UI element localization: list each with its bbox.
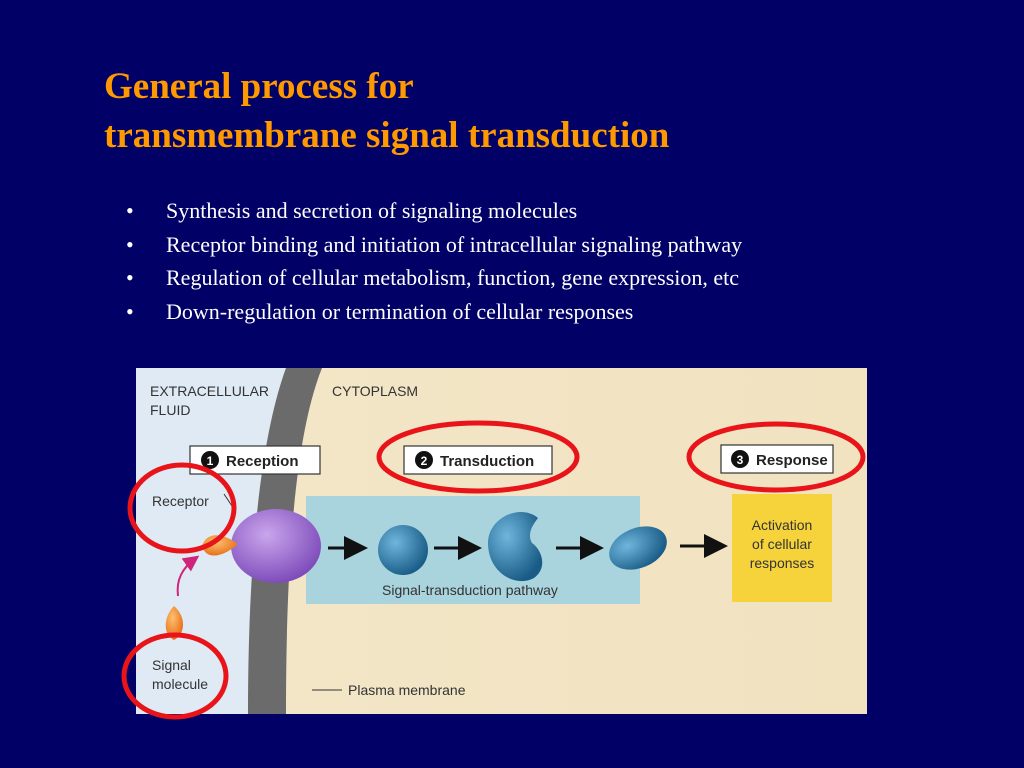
bullet-dot: • <box>126 198 134 223</box>
stage-number: 3 <box>737 453 744 467</box>
bullet-item: • Regulation of cellular metabolism, func… <box>126 261 742 295</box>
receptor-protein <box>231 509 321 583</box>
diagram-canvas: EXTRACELLULAR FLUID CYTOPLASM 1 Receptio… <box>136 368 867 714</box>
bullet-text: Receptor binding and initiation of intra… <box>166 231 743 257</box>
relay-protein-1 <box>378 525 428 575</box>
bullet-dot: • <box>126 231 134 257</box>
stage-number: 1 <box>207 454 214 468</box>
stage-response-box: 3 Response <box>720 444 834 474</box>
relay-protein-3 <box>609 526 667 570</box>
stage-label: Response <box>756 452 828 469</box>
slide-title: General process for transmembrane signal… <box>104 62 669 160</box>
stage-label: Reception <box>226 453 299 470</box>
title-line-1: General process for <box>104 66 414 107</box>
response-label-line-2: of cellular <box>752 536 812 552</box>
signal-molecule-shape <box>165 606 183 640</box>
title-line-2: transmembrane signal transduction <box>104 115 670 156</box>
stage-transduction-box: 2 Transduction <box>403 445 553 475</box>
extracellular-label-2: FLUID <box>150 402 190 418</box>
extracellular-label: EXTRACELLULAR <box>150 383 269 399</box>
bullet-text: Down-regulation or termination of cellul… <box>166 298 634 324</box>
receptor-label: Receptor <box>152 493 209 509</box>
bullet-text: Regulation of cellular metabolism, funct… <box>166 265 740 290</box>
binding-arrow <box>176 555 200 597</box>
bullet-dot: • <box>126 298 134 324</box>
bullet-dot: • <box>126 265 134 290</box>
stage-reception-box: 1 Reception <box>189 445 321 475</box>
bullet-item: • Receptor binding and initiation of intr… <box>126 228 742 262</box>
signal-label-line-1: Signal <box>152 657 191 673</box>
relay-protein-2 <box>488 512 543 582</box>
stage-number: 2 <box>421 454 428 468</box>
signal-transduction-diagram: EXTRACELLULAR FLUID CYTOPLASM 1 Receptio… <box>136 368 867 714</box>
bullet-item: • Synthesis and secretion of signaling mo… <box>126 194 742 228</box>
response-label-line-3: responses <box>750 555 815 571</box>
response-label-line-1: Activation <box>752 517 813 533</box>
pathway-label: Signal-transduction pathway <box>382 582 558 598</box>
membrane-label: Plasma membrane <box>348 682 466 698</box>
response-box <box>732 494 832 602</box>
bullet-text: Synthesis and secretion of signaling mol… <box>166 198 578 223</box>
bullet-list: • Synthesis and secretion of signaling mo… <box>126 194 742 328</box>
stage-label: Transduction <box>440 453 534 470</box>
signal-label-line-2: molecule <box>152 676 208 692</box>
cytoplasm-label: CYTOPLASM <box>332 383 418 399</box>
bullet-item: • Down-regulation or termination of cellu… <box>126 295 742 329</box>
